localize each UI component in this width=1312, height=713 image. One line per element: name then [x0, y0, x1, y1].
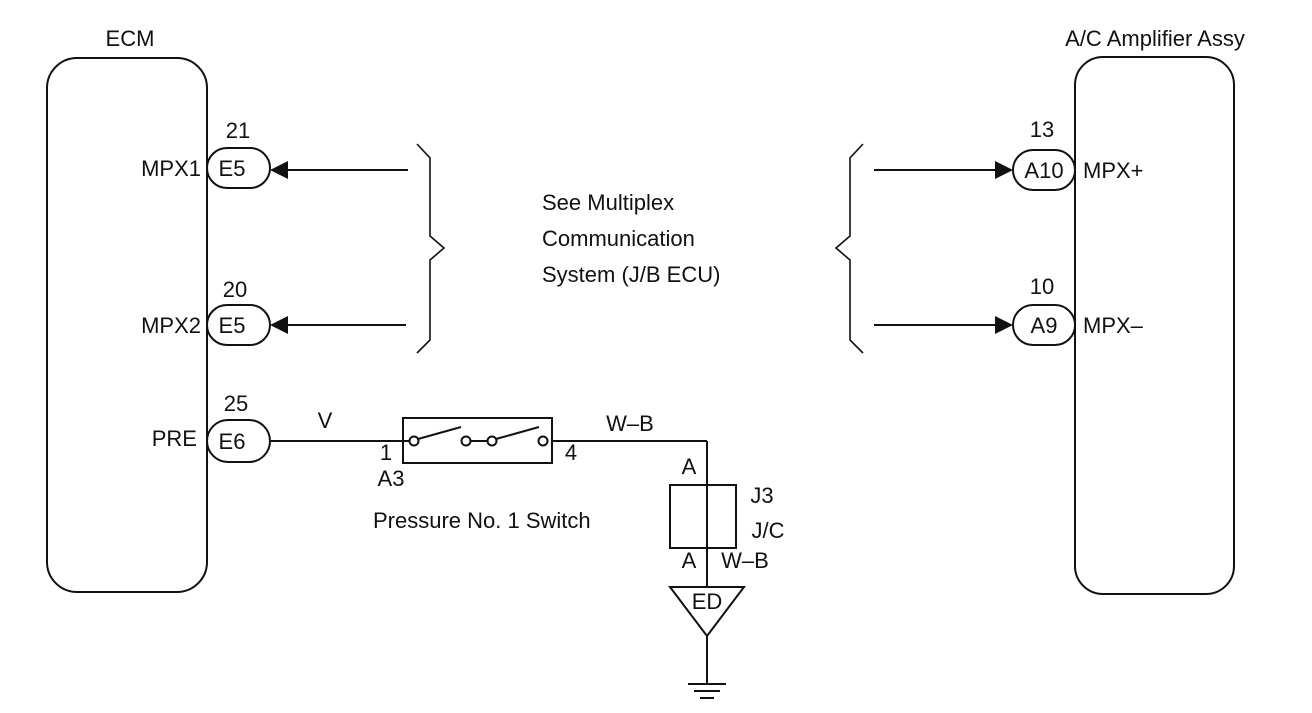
- junction-id: J3: [750, 483, 773, 508]
- wire-label-v: V: [318, 408, 333, 433]
- right-brace: [834, 143, 864, 354]
- ecm-pin-name-pre: PRE: [152, 426, 197, 451]
- switch-pin-in: 1: [380, 440, 392, 465]
- ecm-connector-label-pre: E6: [219, 429, 246, 454]
- amp-pin-name-mpxplus: MPX+: [1083, 158, 1144, 183]
- amp-connector-mpxminus: [1012, 304, 1076, 346]
- left-brace: [416, 143, 446, 354]
- switch-blade: [495, 426, 540, 440]
- amp-connector-mpxplus: [1012, 149, 1076, 191]
- switch-contact: [486, 435, 498, 447]
- ecm-connector-label-mpx1: E5: [219, 156, 246, 181]
- junction-top-pin: A: [682, 454, 697, 479]
- amp-connector-label-mpxplus: A10: [1024, 158, 1063, 183]
- junction-type: J/C: [752, 518, 785, 543]
- ecm-pin-number-mpx1: 21: [226, 118, 250, 143]
- switch-connector: A3: [378, 466, 405, 491]
- amp-pin-number-mpxplus: 13: [1030, 117, 1054, 142]
- arrow-head-mpx1: [270, 161, 288, 179]
- wire-label-wb-top: W–B: [606, 411, 654, 436]
- ecm-connector-label-mpx2: E5: [219, 313, 246, 338]
- ecm-pin-name-mpx2: MPX2: [141, 313, 201, 338]
- junction-box: [669, 484, 737, 549]
- amplifier-title: A/C Amplifier Assy: [1065, 26, 1245, 51]
- arrow-head-mpxminus: [995, 316, 1013, 334]
- ecm-connector-mpx1: [206, 147, 271, 189]
- switch-contact: [408, 435, 420, 447]
- arrow-head-mpx2: [270, 316, 288, 334]
- switch-contact: [537, 435, 549, 447]
- ecm-pin-number-pre: 25: [224, 391, 248, 416]
- ecm-title: ECM: [106, 26, 155, 51]
- ground-icon: [688, 683, 726, 699]
- note-line-2: Communication: [542, 226, 695, 251]
- note-line-1: See Multiplex: [542, 190, 674, 215]
- note-line-3: System (J/B ECU): [542, 262, 720, 287]
- pressure-switch-label: Pressure No. 1 Switch: [373, 508, 591, 533]
- ground-point-label: ED: [692, 589, 723, 614]
- arrow-head-mpxplus: [995, 161, 1013, 179]
- switch-pin-out: 4: [565, 440, 577, 465]
- ecm-pin-name-mpx1: MPX1: [141, 156, 201, 181]
- wire-label-wb-bottom: W–B: [721, 548, 769, 573]
- ground-point-triangle: [667, 586, 747, 638]
- amp-connector-label-mpxminus: A9: [1031, 313, 1058, 338]
- junction-bottom-pin: A: [682, 548, 697, 573]
- switch-blade: [417, 426, 462, 440]
- amp-pin-number-mpxminus: 10: [1030, 274, 1054, 299]
- amp-pin-name-mpxminus: MPX–: [1083, 313, 1144, 338]
- ecm-pin-number-mpx2: 20: [223, 277, 247, 302]
- switch-contact: [460, 435, 472, 447]
